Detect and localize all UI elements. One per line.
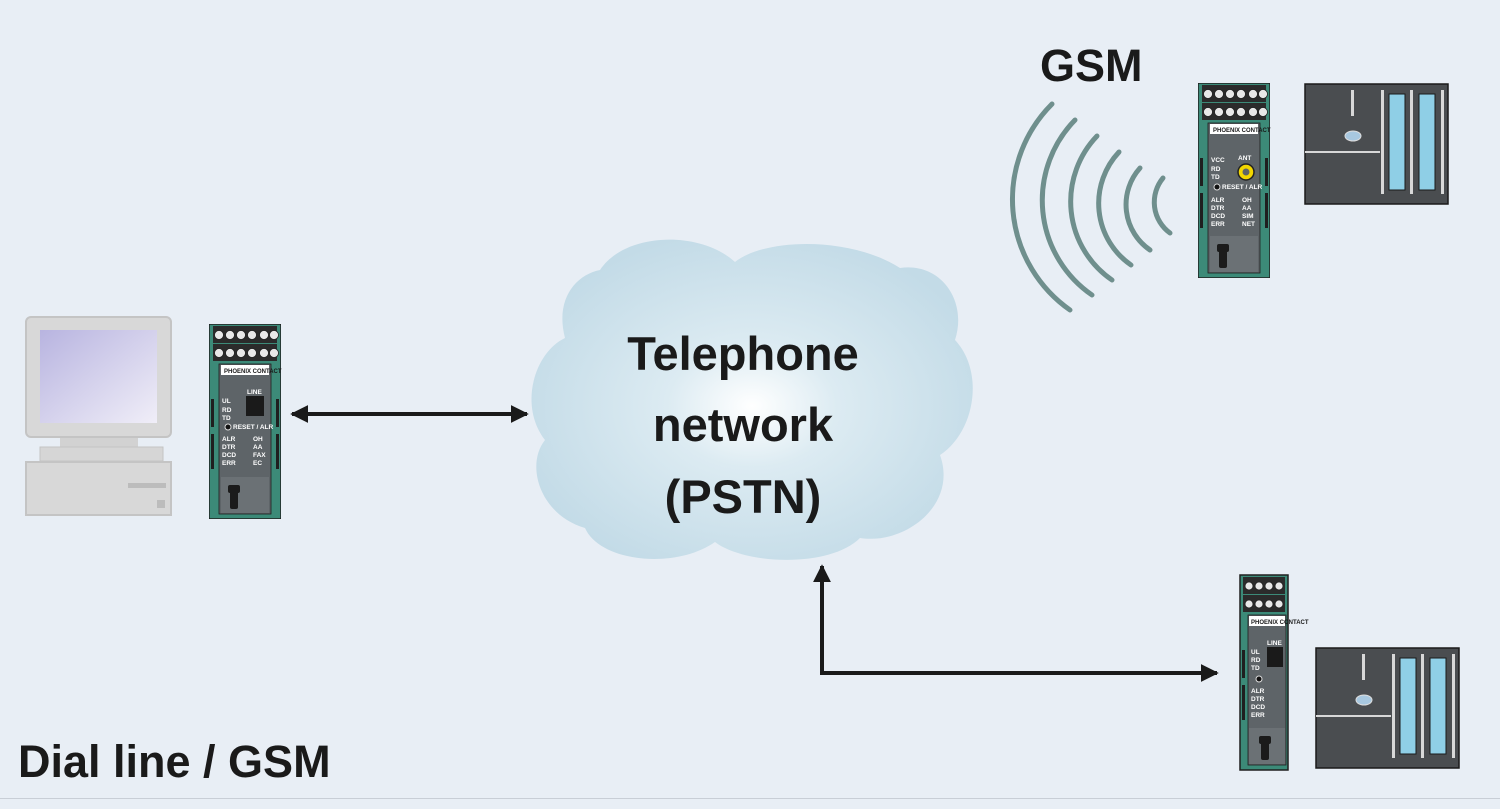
gsm-label: GSM	[1040, 40, 1143, 91]
left-modem-port: LINE	[247, 389, 262, 396]
status-label: OH	[253, 436, 263, 443]
left-modem-brand: PHOENIX CONTACT	[224, 369, 282, 375]
status-label: NET	[1242, 221, 1255, 228]
status-label: DCD	[222, 452, 236, 459]
pstn-cloud: Telephone network (PSTN)	[531, 239, 973, 560]
bottom-modem: PHOENIX CONTACT LINE UL RD TD ALR DTR DC…	[1239, 574, 1309, 771]
led-label: RD	[1211, 166, 1221, 173]
led-label: RD	[1251, 657, 1261, 664]
reset-button-icon	[1255, 675, 1263, 683]
status-label: DCD	[1251, 704, 1265, 711]
rj11-port-icon	[1267, 647, 1283, 667]
plc-controller-icon	[1315, 647, 1460, 769]
status-label: ERR	[1251, 712, 1265, 719]
gsm-modem: PHOENIX CONTACT ANT VCC RD TD RESET / AL…	[1198, 83, 1271, 278]
cloud-line-3: (PSTN)	[665, 470, 822, 523]
status-label: DCD	[1211, 213, 1225, 220]
rj11-port-icon	[246, 396, 264, 416]
reset-label: RESET / ALR	[233, 424, 274, 431]
status-label: EC	[253, 460, 262, 467]
cloud-shape	[531, 239, 973, 560]
status-label: DTR	[1251, 696, 1265, 703]
status-label: DTR	[222, 444, 236, 451]
reset-label: RESET / ALR	[1222, 184, 1263, 191]
status-label: ALR	[1251, 688, 1265, 695]
status-label: DTR	[1211, 205, 1225, 212]
bottom-modem-port: LINE	[1267, 640, 1282, 647]
cloud-line-2: network	[653, 398, 834, 451]
left-modem: PHOENIX CONTACT LINE UL RD TD RESET / AL…	[209, 324, 282, 519]
cloud-line-1: Telephone	[627, 327, 859, 380]
led-label: TD	[1211, 174, 1220, 181]
led-label: RD	[222, 407, 232, 414]
status-label: SIM	[1242, 213, 1254, 220]
led-label: VCC	[1211, 157, 1225, 164]
diagram-title: Dial line / GSM	[18, 736, 331, 787]
status-label: AA	[253, 444, 263, 451]
status-label: ERR	[222, 460, 236, 467]
status-label: FAX	[253, 452, 266, 459]
plc-controller-icon	[1304, 83, 1449, 205]
led-label: UL	[222, 398, 231, 405]
led-label: UL	[1251, 649, 1260, 656]
computer-icon	[25, 316, 172, 516]
bottom-divider	[0, 798, 1500, 799]
status-label: ALR	[1211, 197, 1225, 204]
antenna-connector-core	[1242, 168, 1250, 176]
status-label: ALR	[222, 436, 236, 443]
status-label: AA	[1242, 205, 1252, 212]
led-label: TD	[222, 415, 231, 422]
status-label: ERR	[1211, 221, 1225, 228]
reset-button-icon	[224, 423, 232, 431]
status-label: OH	[1242, 197, 1252, 204]
radio-waves-icon	[1009, 101, 1173, 313]
reset-button-icon	[1213, 183, 1221, 191]
bottom-connection-arrow	[813, 564, 1219, 682]
gsm-modem-brand: PHOENIX CONTACT	[1213, 128, 1271, 134]
bottom-modem-brand: PHOENIX CONTACT	[1251, 620, 1309, 626]
led-label: TD	[1251, 665, 1260, 672]
gsm-modem-port: ANT	[1238, 155, 1251, 162]
